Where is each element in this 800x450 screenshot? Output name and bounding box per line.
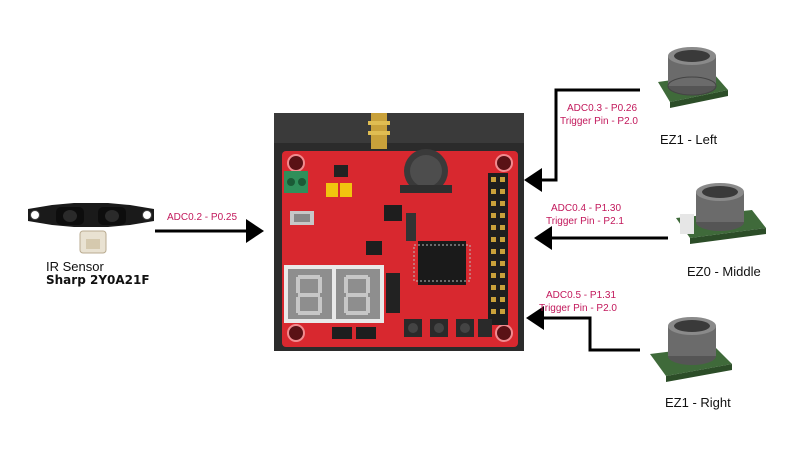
ez1-left-trigger-label: Trigger Pin - P2.0 [560,116,638,127]
ez0-middle-sensor-image [676,183,766,244]
ez1-right-trigger-label: Trigger Pin - P2.0 [539,303,617,314]
ez1-left-adc-label: ADC0.3 - P0.26 [567,103,638,114]
ez1-left-sensor-image [658,47,728,108]
ir-sensor-image [28,203,154,254]
ez0-middle-trigger-label: Trigger Pin - P2.1 [546,216,624,227]
ez0-middle-name: EZ0 - Middle [687,264,761,279]
ir-pin-label: ADC0.2 - P0.25 [167,212,238,223]
lpc1758-board-image [274,113,524,351]
right-sensor-arrow [540,316,640,352]
ez1-left-name: EZ1 - Left [660,132,718,147]
ez0-middle-adc-label: ADC0.4 - P1.30 [551,203,622,214]
ir-sensor-model: Sharp 2Y0A21F [46,273,150,287]
left-sensor-arrow [538,88,640,182]
ez1-right-name: EZ1 - Right [665,395,731,410]
ez1-right-sensor-image [650,317,732,382]
ez1-right-adc-label: ADC0.5 - P1.31 [546,290,617,301]
ir-sensor-name: IR Sensor [46,259,104,274]
